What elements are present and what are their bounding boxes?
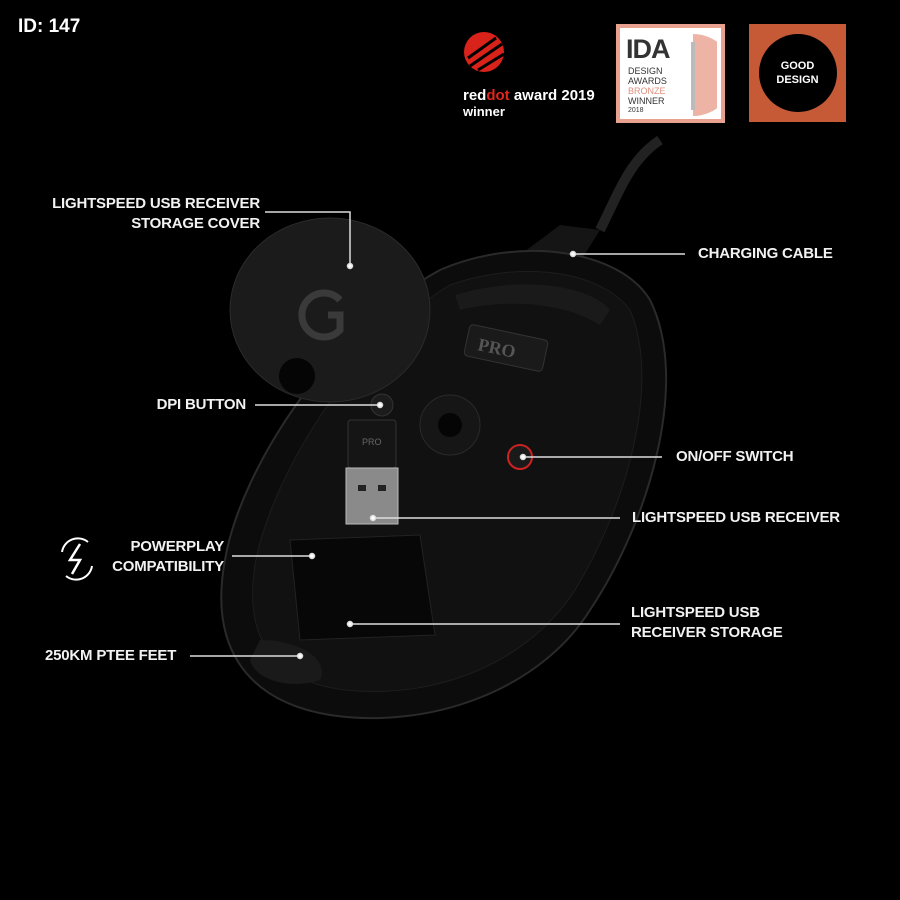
ida-graphic-icon xyxy=(691,34,717,116)
reddot-red: red xyxy=(463,87,487,104)
powerplay-icon xyxy=(61,537,93,581)
ida-award-badge: IDA DESIGN AWARDS BRONZE WINNER 2018 xyxy=(616,24,725,123)
good-design-line: DESIGN xyxy=(776,74,819,86)
callout-storage-cover: LIGHTSPEED USB RECEIVER STORAGE COVER xyxy=(20,194,260,234)
storage-cover xyxy=(229,217,431,403)
ida-line: AWARDS xyxy=(628,76,667,86)
callout-line: RECEIVER STORAGE xyxy=(631,624,783,641)
leader-lines xyxy=(190,211,685,660)
callout-ptfe-feet: 250KM PTEE FEET xyxy=(45,647,177,664)
reddot-logo-icon xyxy=(464,32,505,72)
reddot-winner: winner xyxy=(463,104,505,119)
sensor-lens xyxy=(438,413,462,437)
reddot-dot: dot xyxy=(486,87,510,104)
callout-dpi-button: DPI BUTTON xyxy=(156,396,247,413)
usb-pin xyxy=(358,485,366,491)
reddot-rest: award 2019 xyxy=(509,87,595,104)
usb-receiver-label: PRO xyxy=(362,437,382,447)
good-design-line: GOOD xyxy=(780,60,815,72)
callout-usb-receiver: LIGHTSPEED USB RECEIVER xyxy=(632,509,840,526)
callout-charging-cable: CHARGING CABLE xyxy=(698,245,833,262)
logitech-g-logo-icon xyxy=(298,289,344,341)
callout-receiver-storage: LIGHTSPEED USB RECEIVER STORAGE xyxy=(631,603,783,643)
ida-line: WINNER xyxy=(628,96,665,106)
ptfe-foot xyxy=(250,640,322,684)
callout-line: LIGHTSPEED USB RECEIVER xyxy=(52,195,260,212)
callout-powerplay: POWERPLAY COMPATIBILITY xyxy=(90,537,224,577)
callout-line: LIGHTSPEED USB xyxy=(631,604,760,621)
usb-connector xyxy=(345,467,399,525)
callout-line: POWERPLAY xyxy=(130,538,225,555)
ida-bronze: BRONZE xyxy=(628,86,666,96)
pro-badge xyxy=(463,324,549,372)
image-id: ID: 147 xyxy=(18,16,81,37)
cover-hole xyxy=(279,358,315,394)
usb-pin xyxy=(378,485,386,491)
ida-title: IDA xyxy=(626,34,670,64)
cable xyxy=(595,135,663,233)
ptfe-foot-top xyxy=(455,284,610,325)
callout-line: STORAGE COVER xyxy=(131,215,260,232)
ida-year: 2018 xyxy=(628,107,644,114)
callout-on-off-switch: ON/OFF SWITCH xyxy=(676,448,794,465)
ida-line: DESIGN xyxy=(628,66,663,76)
good-design-badge: GOOD DESIGN xyxy=(749,24,846,122)
receiver-storage xyxy=(289,534,436,641)
callout-line: COMPATIBILITY xyxy=(112,558,224,575)
reddot-award-text: reddot award 2019 winner xyxy=(463,88,595,120)
